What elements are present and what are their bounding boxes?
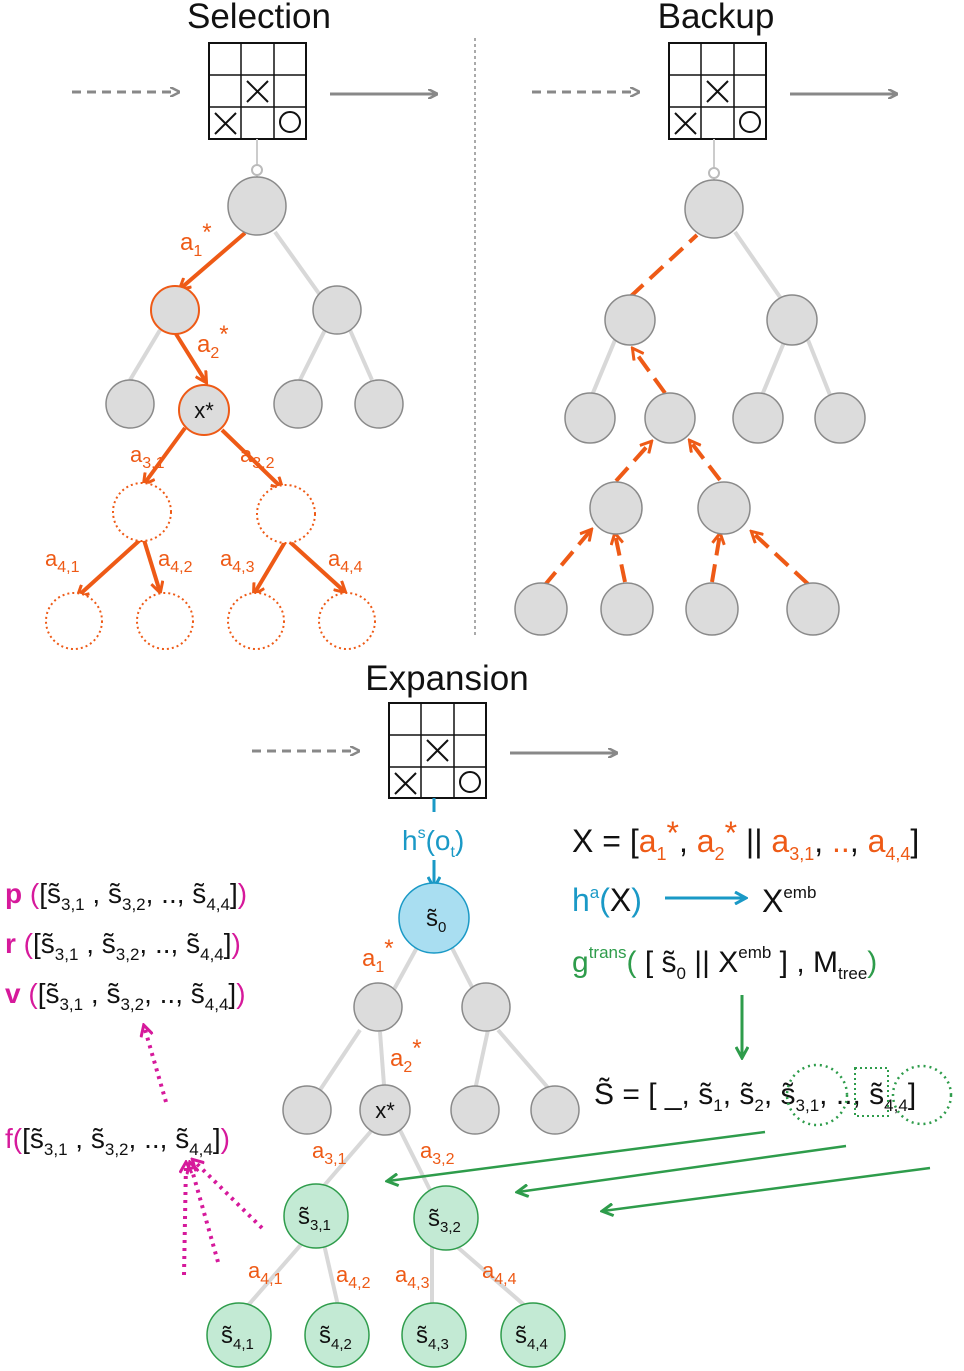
x-mark-icon xyxy=(674,112,697,135)
policy-head: p ([s̃3,1 , s̃3,2, .., s̃4,4]) xyxy=(5,878,247,914)
root-node xyxy=(227,176,287,236)
equation-x: X = [a1*, a2* || a3,1, .., a4,4] xyxy=(572,815,919,864)
green-node-labels: s̃3,1 s̃3,2 s̃4,1 s̃4,2 s̃4,3 s̃4,4 xyxy=(221,1203,548,1353)
selected-node-a1 xyxy=(150,285,200,335)
label-a43: a4,3 xyxy=(220,546,255,576)
svg-text:s̃3,2: s̃3,2 xyxy=(428,1205,461,1236)
new-node xyxy=(227,592,285,650)
head-arrow xyxy=(144,1026,168,1103)
svg-text:s̃3,1: s̃3,1 xyxy=(298,1203,331,1234)
xstar-label: x* xyxy=(375,1098,395,1123)
svg-text:s̃4,3: s̃4,3 xyxy=(416,1322,449,1353)
predicted-state-node xyxy=(283,1183,349,1249)
highlight-s44 xyxy=(891,1064,953,1126)
tictactoe-board xyxy=(388,702,487,799)
backup-tree xyxy=(514,179,866,636)
label-a1: a1* xyxy=(362,935,394,976)
x-mark-icon xyxy=(214,112,237,135)
highlight-dots xyxy=(854,1067,889,1117)
equation-ha: ha(X) xyxy=(572,882,642,918)
encoder-label: hs(ot) xyxy=(402,825,464,861)
expansion-tree xyxy=(206,882,580,1368)
x-emb-label: Xemb xyxy=(762,883,816,919)
aggregate-arrow xyxy=(190,1163,220,1263)
new-node xyxy=(112,482,172,542)
label-a2: a2* xyxy=(390,1035,422,1076)
aggregate-arrow xyxy=(193,1160,264,1230)
assign-arrow xyxy=(518,1144,847,1192)
svg-text:s̃4,4: s̃4,4 xyxy=(515,1322,548,1353)
label-a42: a4,2 xyxy=(336,1262,371,1292)
label-a44: a4,4 xyxy=(328,546,363,576)
tictactoe-board xyxy=(668,42,767,140)
new-node xyxy=(318,592,376,650)
edge-a1 xyxy=(180,231,247,289)
svg-text:s̃4,1: s̃4,1 xyxy=(221,1322,254,1353)
highlight-s31 xyxy=(785,1063,849,1127)
x-mark-icon xyxy=(706,80,729,103)
selection-tree xyxy=(45,176,404,650)
predicted-state-node xyxy=(401,1302,467,1368)
edge-a2 xyxy=(174,332,206,382)
x-mark-icon xyxy=(246,80,269,103)
predicted-state-node xyxy=(206,1302,272,1368)
predicted-state-node xyxy=(500,1302,566,1368)
predicted-state-node xyxy=(304,1302,370,1368)
label-a32: a3,2 xyxy=(240,442,275,472)
leaf-node-xstar xyxy=(359,1084,411,1136)
label-a32: a3,2 xyxy=(420,1138,455,1168)
x-mark-icon xyxy=(426,739,449,762)
o-mark-icon xyxy=(459,771,481,793)
svg-text:s̃4,2: s̃4,2 xyxy=(319,1322,352,1353)
assign-arrow xyxy=(603,1166,931,1211)
predicted-state-node xyxy=(413,1185,479,1251)
label-a41: a4,1 xyxy=(248,1258,283,1288)
xstar-label: x* xyxy=(194,398,214,423)
value-head: v ([s̃3,1 , s̃3,2, .., s̃4,4]) xyxy=(5,978,246,1014)
reward-head: r ([s̃3,1 , s̃3,2, .., s̃4,4]) xyxy=(5,928,241,964)
root-state-node xyxy=(398,882,470,954)
label-a1: a1* xyxy=(180,219,212,260)
label-a2: a2* xyxy=(197,321,229,362)
expansion-title: Expansion xyxy=(365,659,528,698)
label-a42: a4,2 xyxy=(158,546,193,576)
o-mark-icon xyxy=(739,111,761,133)
backup-title: Backup xyxy=(658,0,775,36)
new-node xyxy=(136,592,194,650)
label-a41: a4,1 xyxy=(45,546,80,576)
x-mark-icon xyxy=(394,772,417,795)
selection-title: Selection xyxy=(187,0,331,36)
root-state-label: s̃0 xyxy=(426,905,446,936)
f-function: f([s̃3,1 , s̃3,2, .., s̃4,4]) xyxy=(5,1123,230,1159)
label-a44: a4,4 xyxy=(482,1258,517,1288)
equation-gtrans: gtrans( [ s̃0 || Xemb ] , Mtree) xyxy=(572,943,877,983)
o-mark-icon xyxy=(279,111,301,133)
new-node xyxy=(45,592,103,650)
label-a43: a4,3 xyxy=(395,1262,430,1292)
new-node xyxy=(256,484,316,544)
leaf-node-xstar xyxy=(178,384,230,436)
equation-s: S̃ = [ _, s̃1, s̃2, s̃3,1, .., s̃4,4] xyxy=(594,1078,916,1115)
aggregate-arrow xyxy=(184,1163,186,1276)
tictactoe-board xyxy=(208,42,307,140)
label-a31: a3,1 xyxy=(130,442,165,472)
assign-arrow xyxy=(388,1130,766,1181)
label-a31: a3,1 xyxy=(312,1138,347,1168)
